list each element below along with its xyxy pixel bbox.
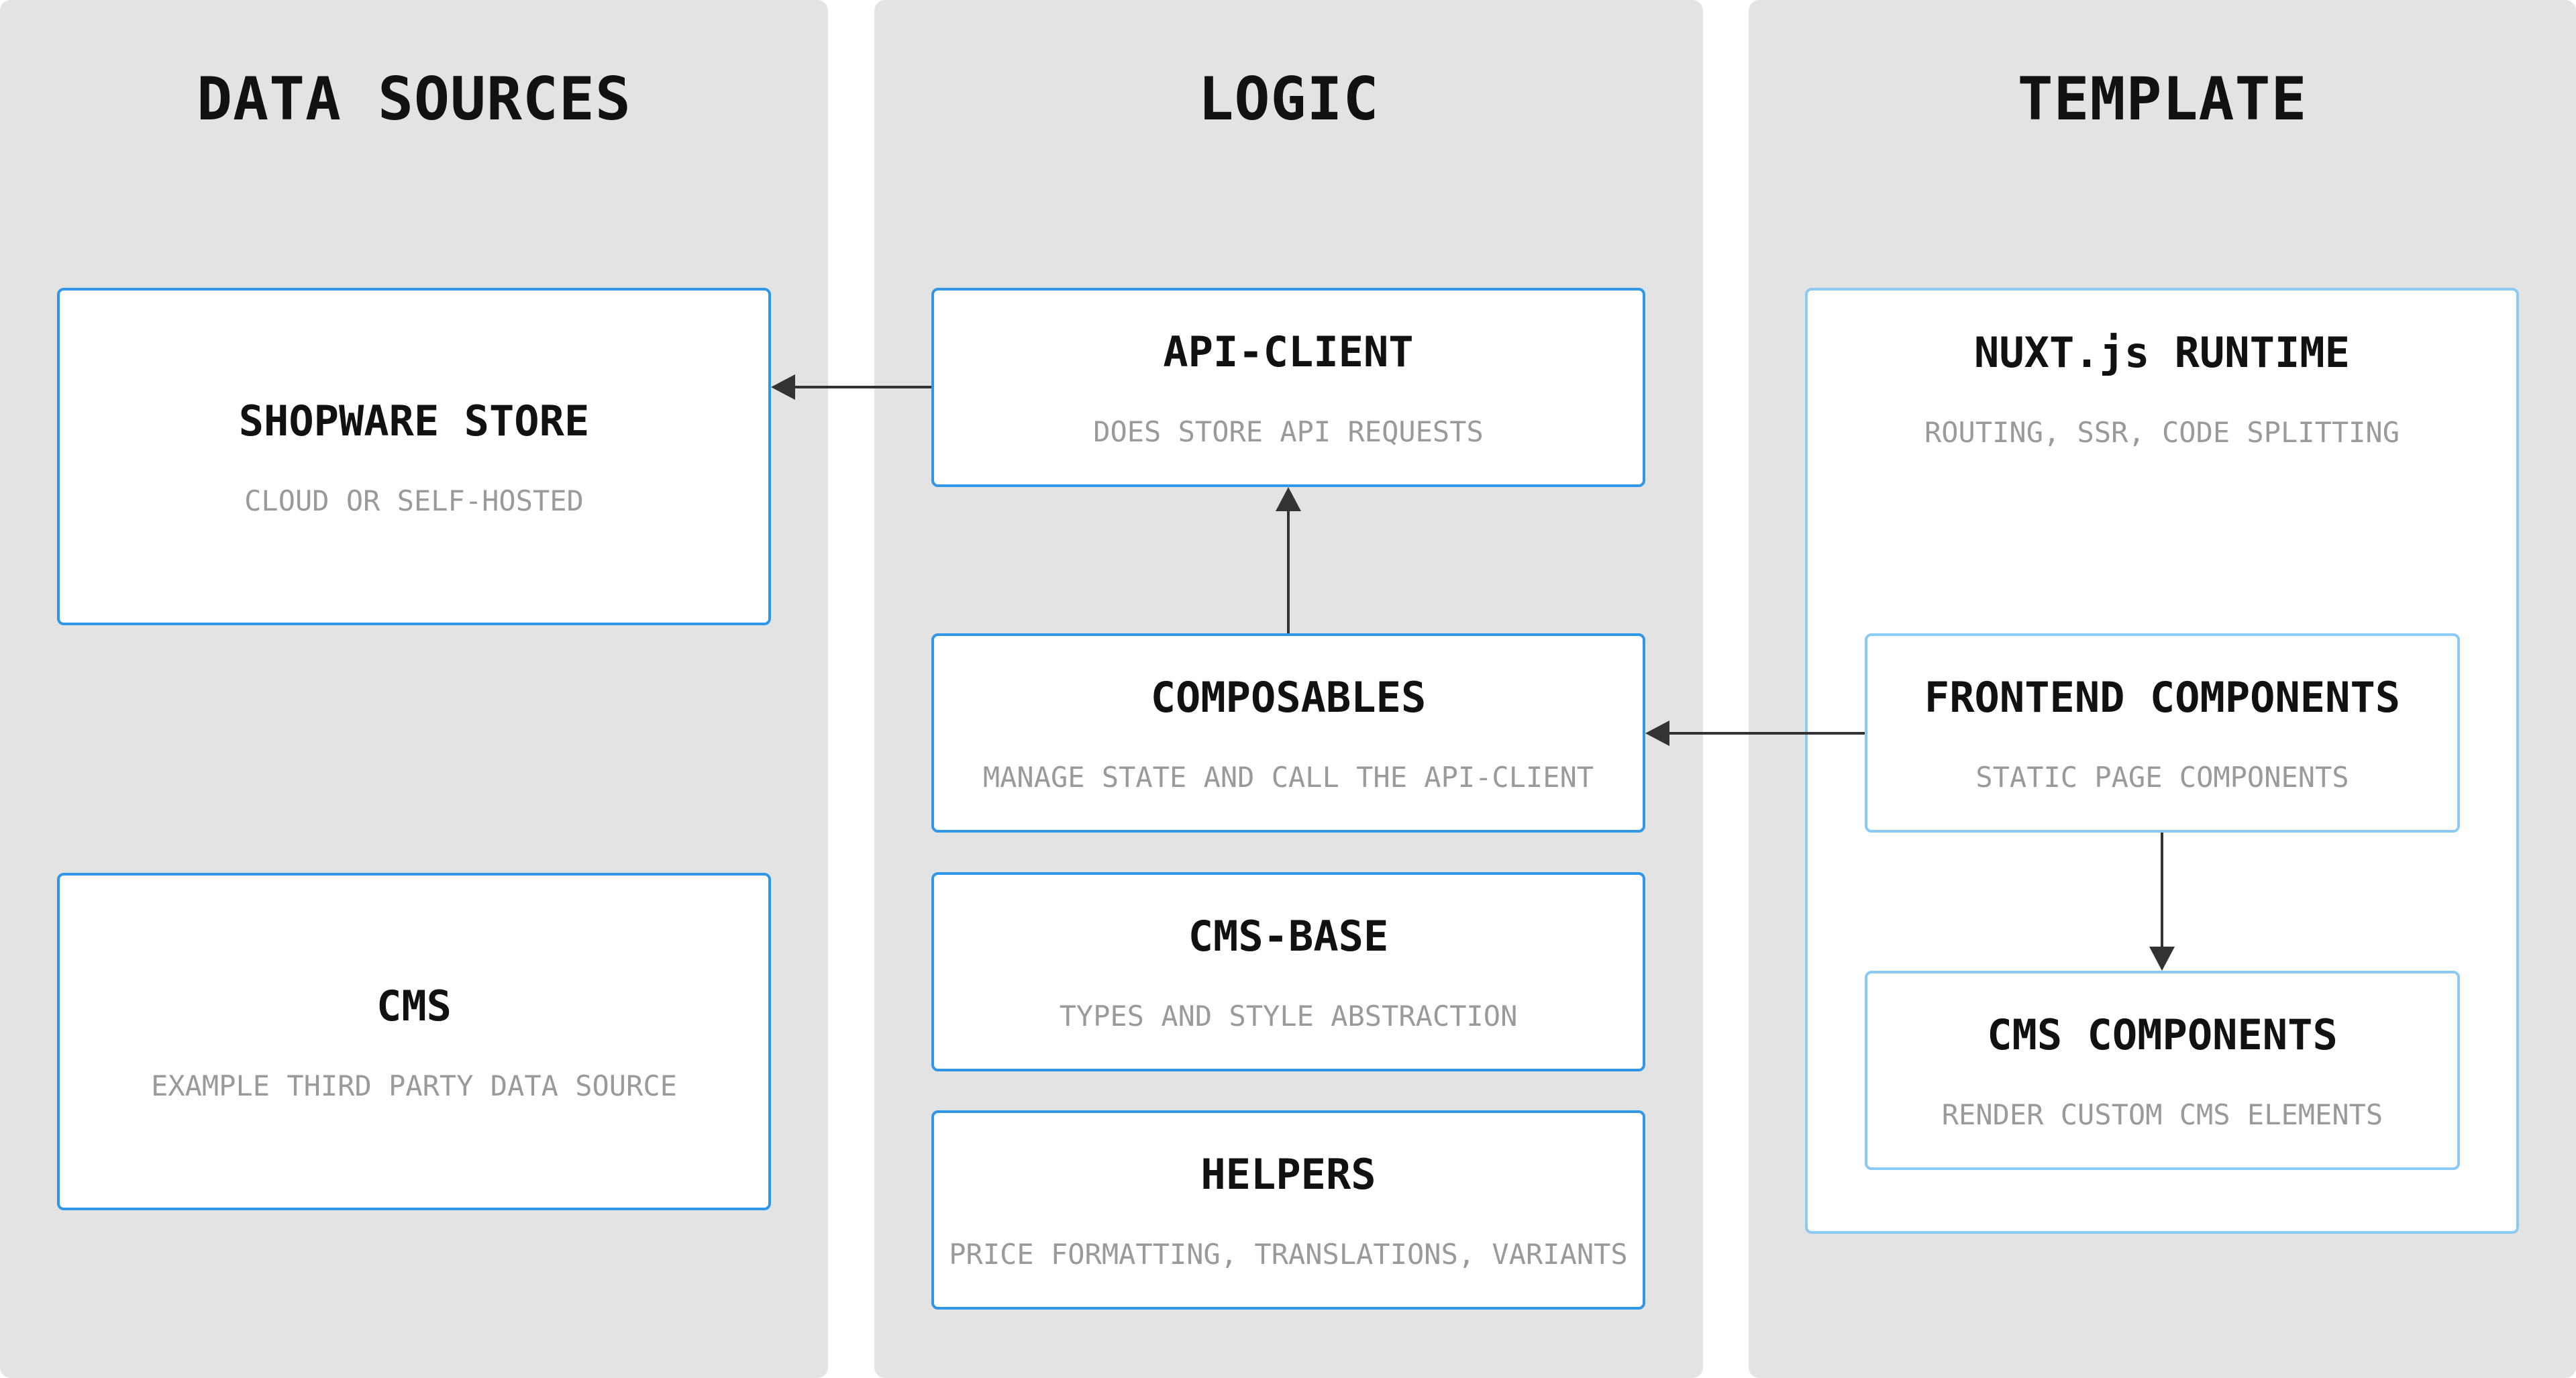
composables-title: COMPOSABLES	[1150, 672, 1427, 722]
frontend-components-subtitle: STATIC PAGE COMPONENTS	[1975, 760, 2349, 794]
data-sources-title: DATA SOURCES	[197, 64, 631, 134]
cms-subtitle: EXAMPLE THIRD PARTY DATA SOURCE	[151, 1069, 677, 1102]
template-title: TEMPLATE	[2017, 64, 2308, 134]
api-client-subtitle: DOES STORE API REQUESTS	[1093, 415, 1484, 448]
logic-title: LOGIC	[1198, 64, 1380, 134]
frontend-components-box: FRONTEND COMPONENTS STATIC PAGE COMPONEN…	[1865, 633, 2460, 833]
shopware-store-title: SHOPWARE STORE	[238, 396, 590, 445]
nuxt-runtime-subtitle: ROUTING, SSR, CODE SPLITTING	[1924, 416, 2400, 449]
composables-subtitle: MANAGE STATE AND CALL THE API-CLIENT	[982, 760, 1594, 794]
cms-components-box: CMS COMPONENTS RENDER CUSTOM CMS ELEMENT…	[1865, 971, 2460, 1170]
cms-components-title: CMS COMPONENTS	[1987, 1010, 2338, 1059]
api-client-title: API-CLIENT	[1163, 327, 1414, 376]
cms-box: CMS EXAMPLE THIRD PARTY DATA SOURCE	[57, 873, 771, 1210]
cms-base-box: CMS-BASE TYPES AND STYLE ABSTRACTION	[931, 872, 1645, 1071]
helpers-title: HELPERS	[1200, 1149, 1376, 1199]
cms-base-title: CMS-BASE	[1188, 911, 1389, 961]
helpers-subtitle: PRICE FORMATTING, TRANSLATIONS, VARIANTS	[949, 1237, 1628, 1271]
helpers-box: HELPERS PRICE FORMATTING, TRANSLATIONS, …	[931, 1110, 1645, 1310]
shopware-store-subtitle: CLOUD OR SELF-HOSTED	[244, 484, 584, 517]
cms-base-subtitle: TYPES AND STYLE ABSTRACTION	[1059, 999, 1518, 1032]
frontend-components-title: FRONTEND COMPONENTS	[1924, 672, 2401, 722]
nuxt-runtime-title: NUXT.js RUNTIME	[1974, 328, 2350, 377]
cms-title: CMS	[376, 981, 452, 1030]
composables-box: COMPOSABLES MANAGE STATE AND CALL THE AP…	[931, 633, 1645, 833]
cms-components-subtitle: RENDER CUSTOM CMS ELEMENTS	[1941, 1098, 2383, 1131]
api-client-box: API-CLIENT DOES STORE API REQUESTS	[931, 288, 1645, 487]
shopware-store-box: SHOPWARE STORE CLOUD OR SELF-HOSTED	[57, 288, 771, 625]
